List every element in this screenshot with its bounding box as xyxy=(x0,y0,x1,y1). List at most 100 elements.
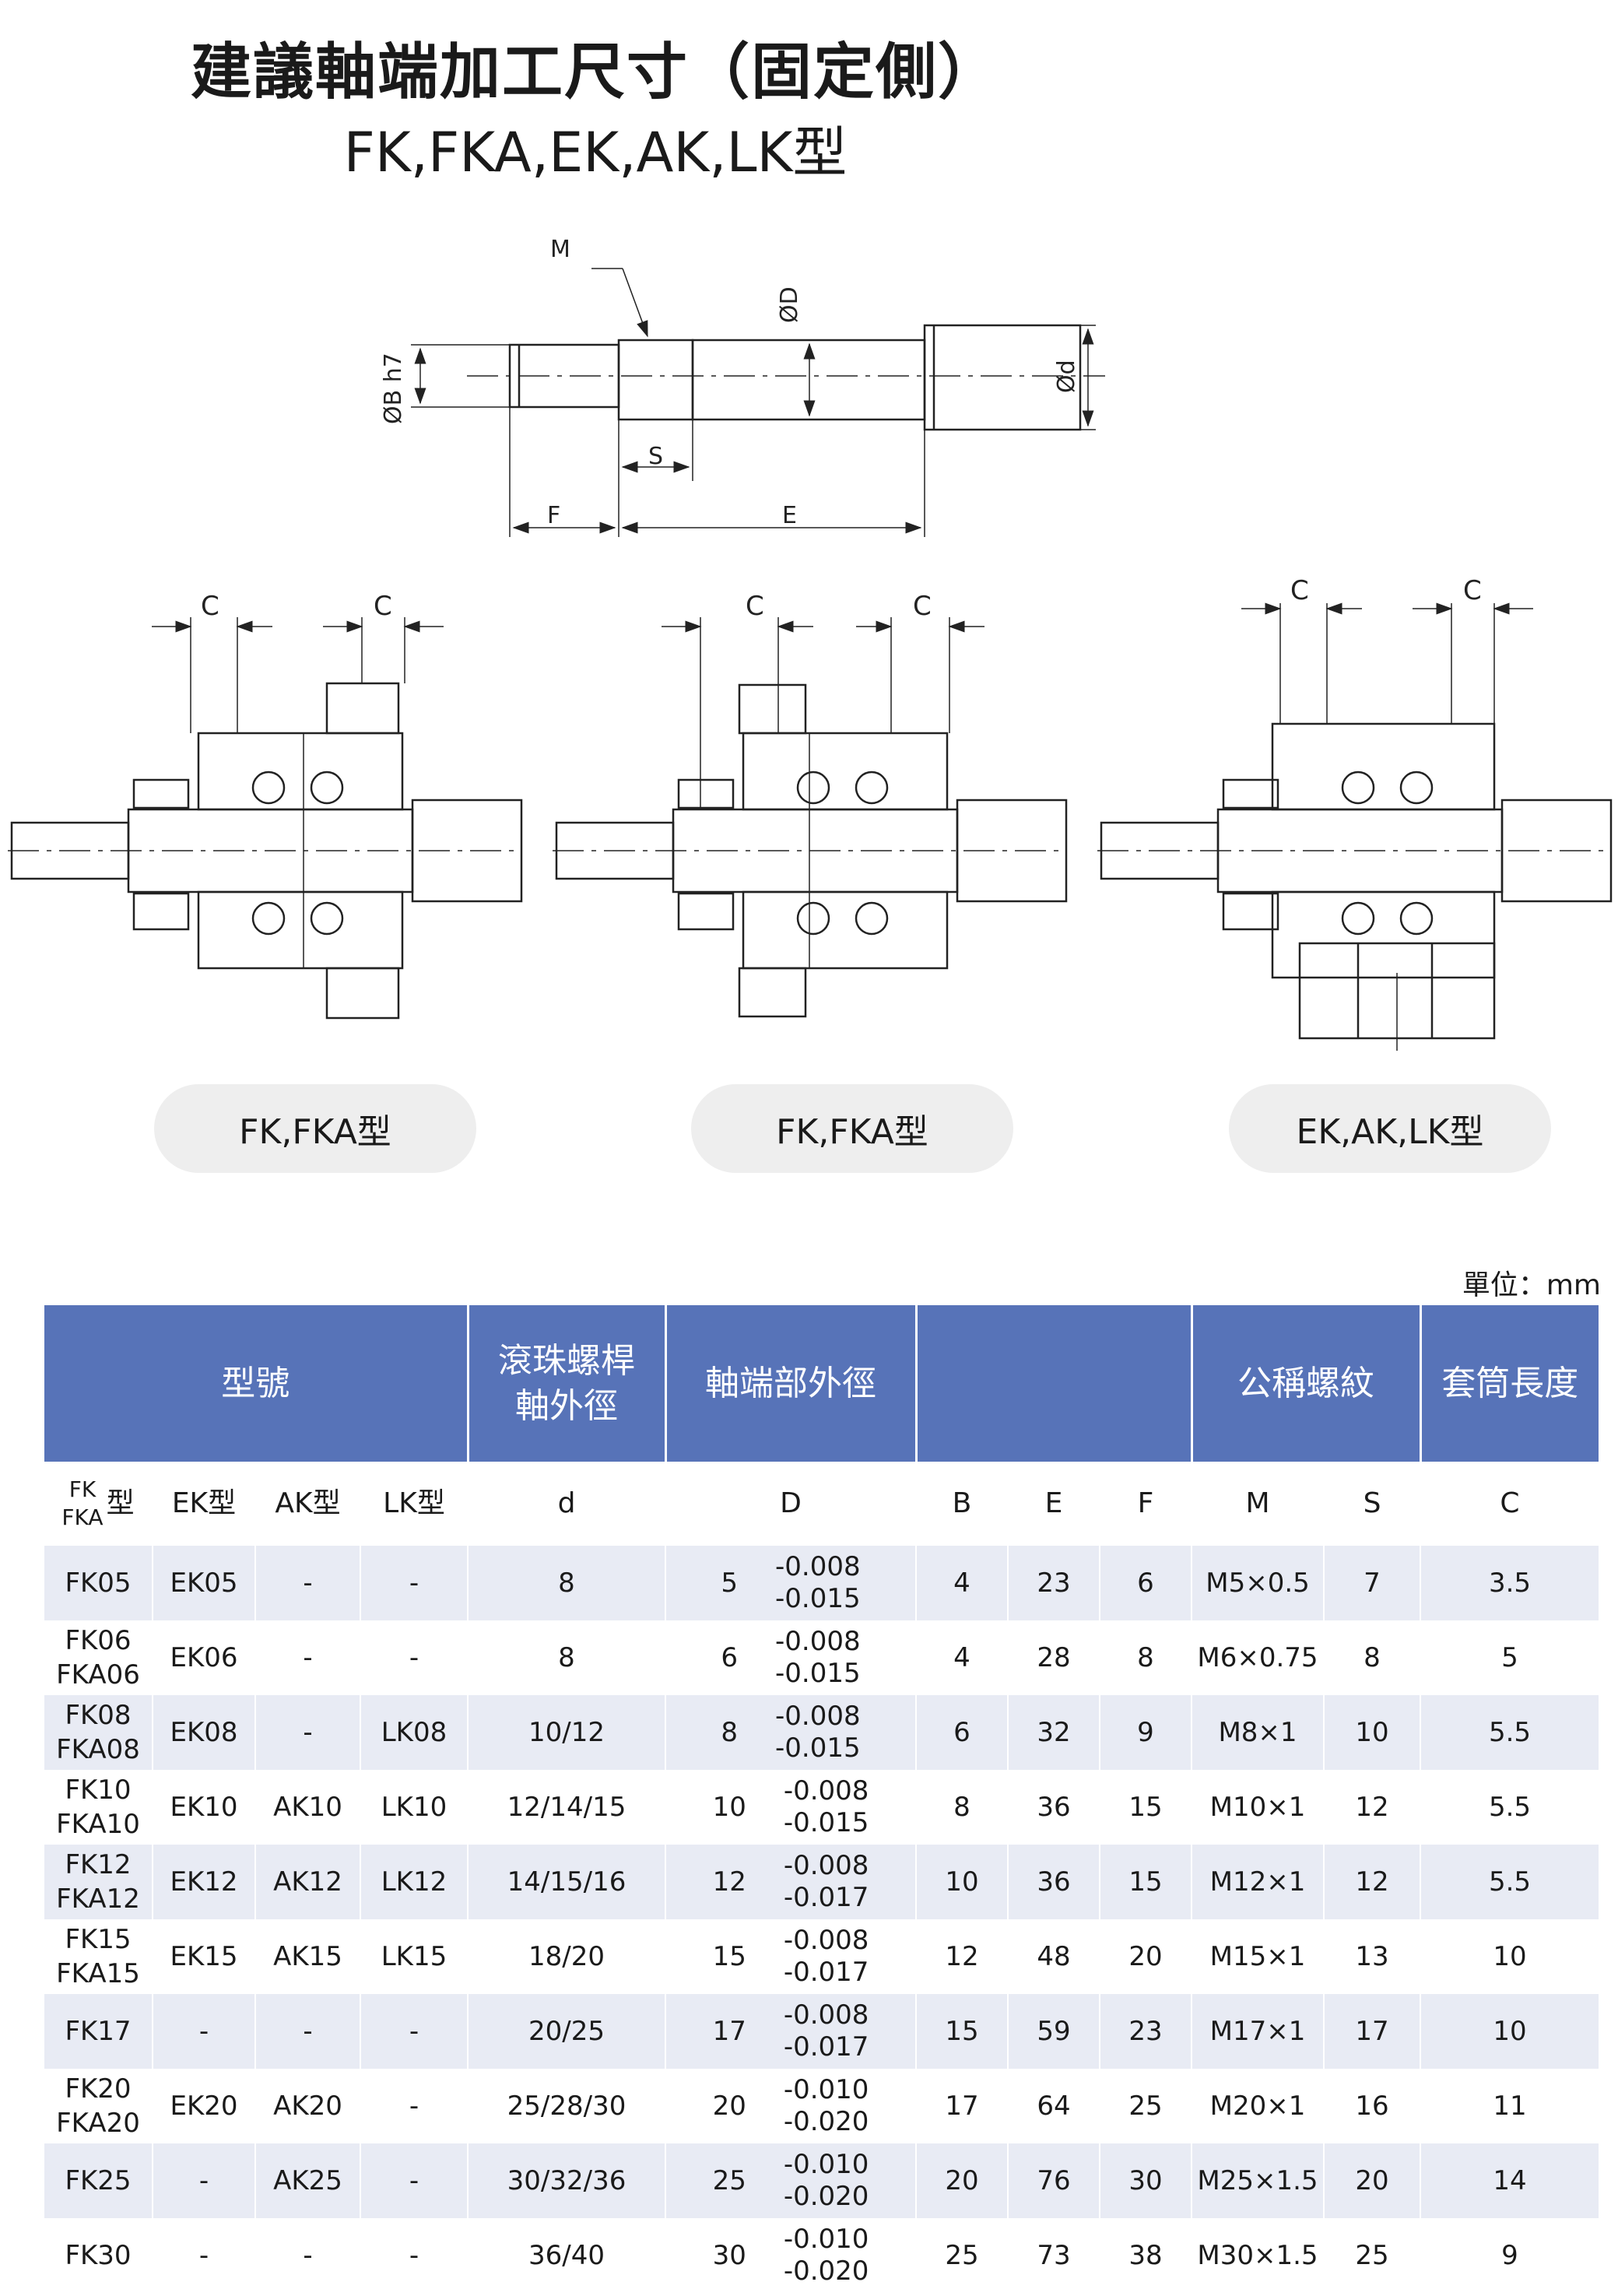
cell-ak: AK10 xyxy=(254,1770,360,1845)
cell-fka: FKA12 xyxy=(56,1883,140,1915)
cell-fk: FK25 xyxy=(65,2164,132,2196)
cell-ek: - xyxy=(152,2143,255,2218)
cell-lk: - xyxy=(360,1994,468,2069)
table-row: FK05 EK05 - - 8 5 -0.008 -0.015 4 23 6 M… xyxy=(44,1546,1599,1620)
cell-S: 16 xyxy=(1323,2069,1420,2143)
cell-fk-fka: FK08 FKA08 xyxy=(44,1695,153,1770)
cell-ek: EK05 xyxy=(152,1546,255,1620)
cell-fk-fka: FK25 xyxy=(44,2143,153,2218)
tol-lower: -0.015 xyxy=(783,1807,869,1838)
label-c-1b: C xyxy=(374,591,392,622)
cell-ak: - xyxy=(254,1695,360,1770)
label-e: E xyxy=(782,502,797,529)
cell-fk: FK15 xyxy=(65,1923,132,1955)
tol-upper: -0.008 xyxy=(783,1925,869,1957)
cell-lk: LK15 xyxy=(360,1919,468,1994)
cell-B: 20 xyxy=(915,2143,1008,2218)
cell-D-value: 17 xyxy=(712,2015,746,2047)
cell-C: 10 xyxy=(1420,1919,1599,1994)
cell-B: 4 xyxy=(915,1620,1008,1695)
cell-d: 8 xyxy=(467,1620,665,1695)
cell-ak: AK15 xyxy=(254,1919,360,1994)
tol-lower: -0.020 xyxy=(783,2256,869,2287)
cell-fk-fka: FK15 FKA15 xyxy=(44,1919,153,1994)
cell-C: 14 xyxy=(1420,2143,1599,2218)
header-shaft-end: 軸端部外徑 xyxy=(664,1305,916,1462)
label-d-lower: Ød xyxy=(1053,360,1080,393)
table-row: FK12 FKA12 EK12 AK12 LK12 14/15/16 12 -0… xyxy=(44,1845,1599,1919)
sub-F: F xyxy=(1099,1462,1192,1546)
cell-C: 5.5 xyxy=(1420,1770,1599,1845)
tol-lower: -0.015 xyxy=(775,1733,861,1764)
cell-ek: EK06 xyxy=(152,1620,255,1695)
tol-lower: -0.015 xyxy=(775,1583,861,1614)
cell-D: 17 -0.008 -0.017 xyxy=(665,1994,916,2069)
cell-M: M5×0.5 xyxy=(1191,1546,1324,1620)
tol-upper: -0.008 xyxy=(775,1551,861,1583)
cell-fk: FK12 xyxy=(65,1848,132,1880)
tol-upper: -0.010 xyxy=(783,2224,869,2256)
tol-lower: -0.017 xyxy=(783,1957,869,1988)
cell-S: 8 xyxy=(1323,1620,1420,1695)
cell-ek: EK15 xyxy=(152,1919,255,1994)
tol-upper: -0.010 xyxy=(783,2149,869,2181)
cell-E: 76 xyxy=(1007,2143,1100,2218)
cell-lk: - xyxy=(360,2069,468,2143)
cell-fk: FK20 xyxy=(65,2073,132,2105)
cell-E: 59 xyxy=(1007,1994,1100,2069)
cell-E: 64 xyxy=(1007,2069,1100,2143)
label-d-upper: ØD xyxy=(776,286,803,323)
table-row: FK17 - - - 20/25 17 -0.008 -0.017 15 59 … xyxy=(44,1994,1599,2069)
header-sleeve: 套筒長度 xyxy=(1419,1305,1599,1462)
cell-D-tolerance: -0.008 -0.017 xyxy=(784,1999,869,2063)
cell-fk: FK06 xyxy=(65,1624,132,1656)
cell-F: 25 xyxy=(1099,2069,1192,2143)
cell-B: 6 xyxy=(915,1695,1008,1770)
table-row: FK20 FKA20 EK20 AK20 - 25/28/30 20 -0.01… xyxy=(44,2069,1599,2143)
cell-lk: LK10 xyxy=(360,1770,468,1845)
sub-S: S xyxy=(1323,1462,1420,1546)
cell-lk: - xyxy=(360,2143,468,2218)
tol-upper: -0.008 xyxy=(775,1701,861,1733)
cell-d: 8 xyxy=(467,1546,665,1620)
cell-fk-fka: FK10 FKA10 xyxy=(44,1770,153,1845)
cell-B: 17 xyxy=(915,2069,1008,2143)
cell-D-tolerance: -0.008 -0.017 xyxy=(784,1850,869,1914)
header-thread: 公稱螺紋 xyxy=(1190,1305,1420,1462)
tol-upper: -0.008 xyxy=(783,1850,869,1882)
cell-F: 38 xyxy=(1099,2218,1192,2293)
cell-D: 5 -0.008 -0.015 xyxy=(665,1546,916,1620)
label-c-3b: C xyxy=(1463,575,1482,606)
cell-C: 5 xyxy=(1420,1620,1599,1695)
cell-C: 3.5 xyxy=(1420,1546,1599,1620)
cell-E: 23 xyxy=(1007,1546,1100,1620)
cell-D-tolerance: -0.008 -0.015 xyxy=(775,1701,861,1764)
cell-D-tolerance: -0.010 -0.020 xyxy=(784,2149,869,2213)
cell-S: 25 xyxy=(1323,2218,1420,2293)
cell-M: M15×1 xyxy=(1191,1919,1324,1994)
cell-d: 20/25 xyxy=(467,1994,665,2069)
cell-F: 23 xyxy=(1099,1994,1192,2069)
cell-fk-fka: FK06 FKA06 xyxy=(44,1620,153,1695)
cell-F: 6 xyxy=(1099,1546,1192,1620)
cell-D-value: 25 xyxy=(712,2164,746,2196)
cell-fk-fka: FK05 xyxy=(44,1546,153,1620)
cell-F: 9 xyxy=(1099,1695,1192,1770)
page-subtitle: FK,FKA,EK,AK,LK型 xyxy=(343,121,848,184)
cell-B: 15 xyxy=(915,1994,1008,2069)
technical-drawing: M ØD ØB h7 Ød S F E C C C C C C xyxy=(8,236,1613,1051)
table-subheader-row: FK FKA 型 EK型 AK型 LK型 d D B E F M S C xyxy=(44,1462,1599,1546)
cell-d: 12/14/15 xyxy=(467,1770,665,1845)
cell-D-tolerance: -0.008 -0.015 xyxy=(784,1775,869,1839)
cell-D: 6 -0.008 -0.015 xyxy=(665,1620,916,1695)
cell-B: 10 xyxy=(915,1845,1008,1919)
cell-ak: - xyxy=(254,1994,360,2069)
cell-fk-fka: FK17 xyxy=(44,1994,153,2069)
label-s: S xyxy=(648,443,663,470)
cell-S: 10 xyxy=(1323,1695,1420,1770)
cell-lk: LK08 xyxy=(360,1695,468,1770)
tol-lower: -0.017 xyxy=(783,1882,869,1913)
cell-fk: FK17 xyxy=(65,2015,132,2047)
cell-fka: FKA06 xyxy=(56,1659,140,1690)
sub-fk: FK FKA 型 xyxy=(44,1462,153,1546)
